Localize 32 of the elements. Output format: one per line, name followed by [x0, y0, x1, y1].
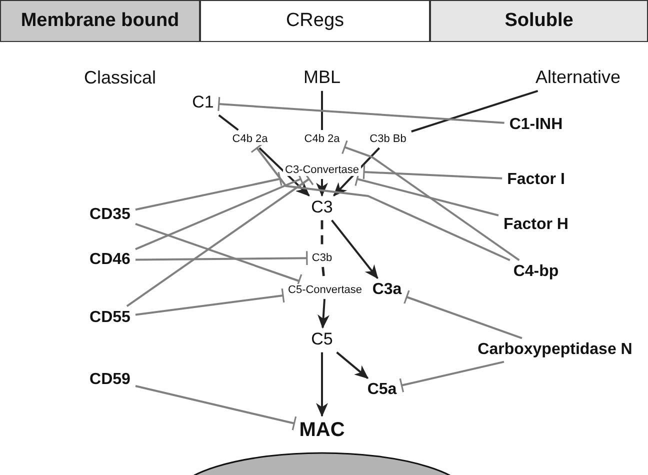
arrow: [331, 220, 378, 279]
complex-label: C3b Bb: [368, 132, 408, 146]
enzyme-label: C3-Convertase: [283, 164, 361, 176]
inhibition-line: [135, 288, 285, 316]
category-header: Soluble: [430, 0, 648, 42]
inhibition-line: [135, 171, 282, 211]
arrow: [316, 179, 328, 197]
complex-label: C4b 2a: [302, 132, 342, 146]
connector-line: [218, 114, 239, 131]
component-label: C3b: [310, 252, 334, 264]
regulator-label: C4-bp: [511, 263, 561, 281]
inhibition-line: [399, 360, 504, 394]
category-header: CRegs: [200, 0, 430, 42]
inhibition-line: [404, 290, 522, 340]
regulator-label: Carboxypeptidase N: [476, 341, 634, 359]
complex-label: C4b 2a: [230, 132, 270, 146]
arrow: [316, 352, 328, 417]
inhibition-line: [135, 250, 308, 266]
inhibition-line: [342, 140, 520, 262]
inhibition-line: [250, 142, 510, 262]
connector-line: [411, 90, 538, 132]
inhibition-line: [135, 385, 297, 432]
category-header: Membrane bound: [0, 0, 200, 42]
enzyme-label: C5-Convertase: [286, 284, 364, 296]
arrow: [336, 352, 369, 379]
pathway-heading: Classical: [84, 68, 156, 88]
arrow: [333, 147, 380, 196]
arrow: [318, 298, 330, 329]
inhibition-line: [218, 96, 504, 124]
arrow: [258, 147, 310, 196]
connector-line: [321, 90, 323, 130]
inhibition-line: [362, 164, 502, 180]
